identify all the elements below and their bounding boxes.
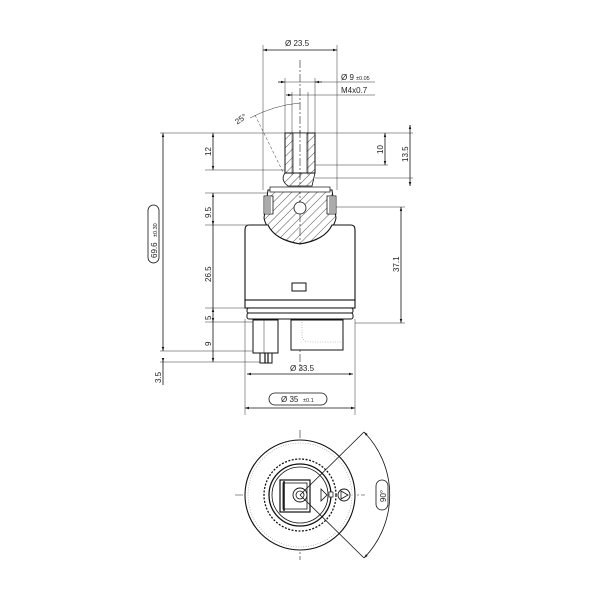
label-overall-height-tol: ±0.30 [153,223,159,237]
label-outer-diameter: Ø 35 [281,395,299,404]
bottom-view: 90° [235,430,391,560]
body-ring-1 [244,299,356,309]
label-top-diameter: Ø 23.5 [285,39,310,48]
pin-hole [293,201,307,215]
dim-spindle-diameter: Ø 9 ±0.05 [278,73,375,135]
angle-badge [375,479,389,511]
label-dim-12: 12 [204,147,213,156]
body-ring-2 [246,307,354,314]
triangle-marker-icon [320,488,328,502]
label-dim-26-5: 26.5 [204,266,213,282]
label-dim-10: 10 [376,145,385,154]
dim-bottom-diameters: Ø 33.5 Ø 35 ±0.1 [244,319,356,415]
label-body-diameter: Ø 33.5 [290,364,315,373]
side-view: Ø 23.5 Ø 9 ±0.05 M4x0.7 25° [147,39,413,415]
body-ring-3 [246,312,354,320]
label-spindle-tol: ±0.05 [356,76,370,82]
body-window [291,282,307,292]
spindle-bore [292,132,308,174]
dim-right-chain: 10 13.5 37.1 [315,125,413,324]
outer-diameter-badge [268,392,328,406]
cartridge-body [244,224,356,320]
cartridge-base [252,319,344,364]
label-angle: 25° [233,112,248,126]
label-thread: M4x0.7 [341,86,368,95]
dim-left-chain: 12 9.5 26.5 5 9 69.6 ±0.30 3.5 [147,132,285,385]
label-dim-37-1: 37.1 [392,256,401,272]
label-outer-diameter-tol: ±0.1 [303,398,314,404]
label-dim-9: 9 [204,341,213,346]
label-dim-3-5: 3.5 [154,371,163,383]
label-dim-9-5: 9.5 [204,206,213,218]
label-overall-height: 69.6 [150,242,159,258]
label-angle-90: 90° [379,490,388,502]
overall-height-badge [147,204,160,264]
label-spindle-diameter: Ø 9 [341,73,354,82]
label-dim-5: 5 [204,315,213,320]
label-dim-13-5: 13.5 [401,146,410,162]
cartridge-head [263,172,337,245]
dim-top-diameter: Ø 23.5 [262,39,338,190]
